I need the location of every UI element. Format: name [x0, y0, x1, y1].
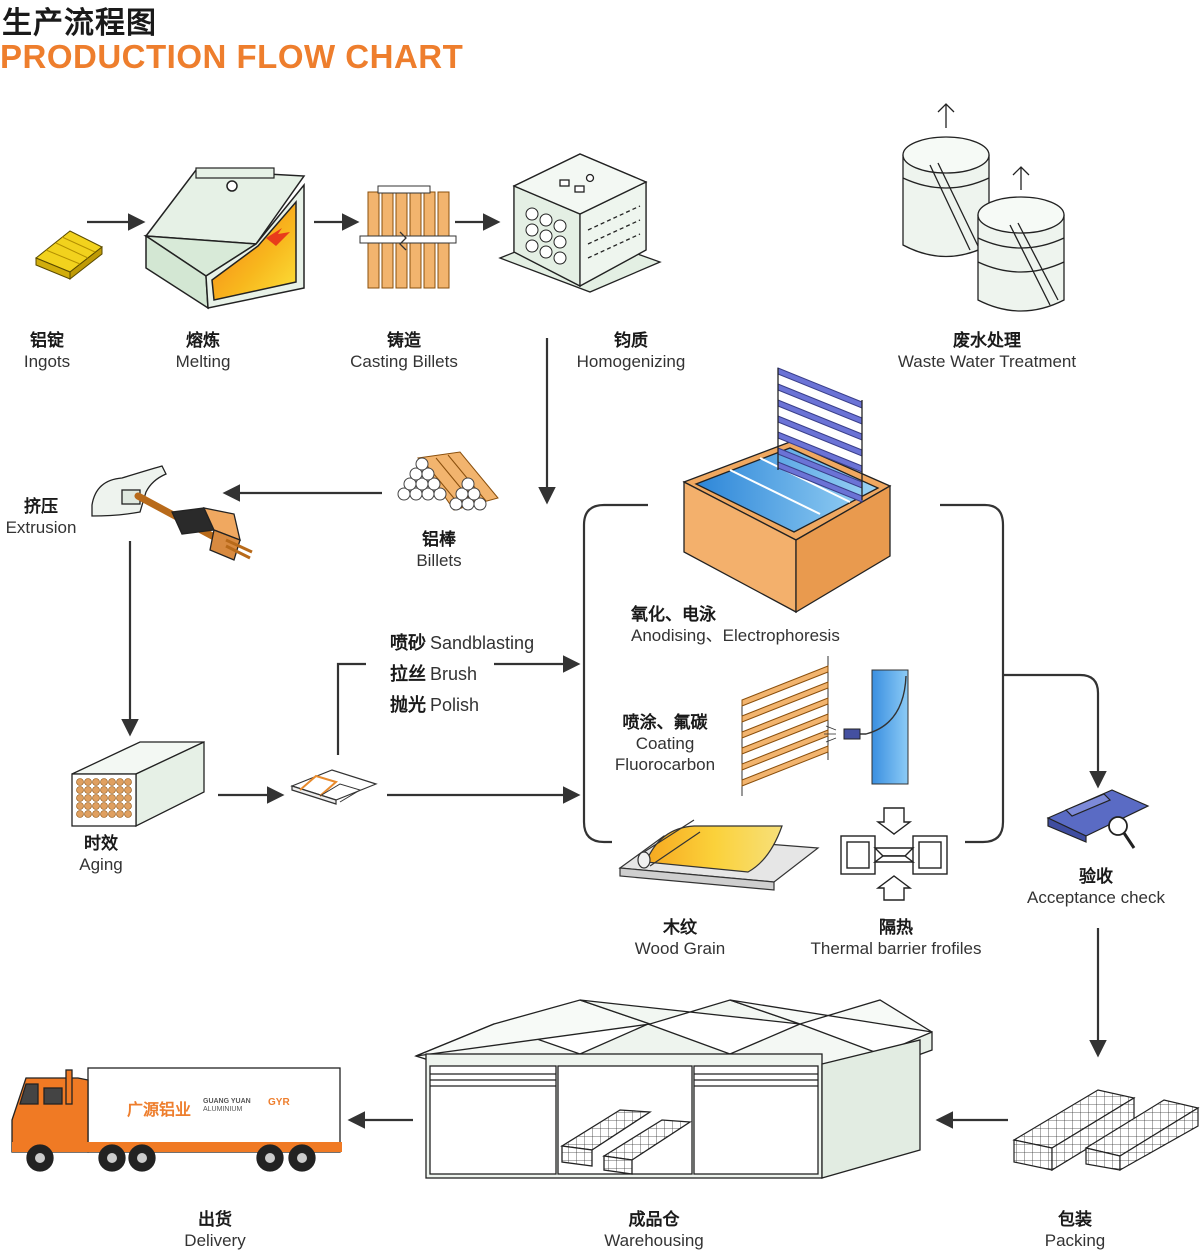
label-anodising-cn: 氧化、电泳 — [631, 605, 716, 624]
thermal-profile-icon — [840, 807, 948, 901]
label-extrusion: 挤压 Extrusion — [0, 496, 82, 538]
label-casting-cn: 铸造 — [387, 331, 421, 350]
label-billets-en: Billets — [416, 551, 462, 570]
homogenizing-oven-icon — [498, 153, 662, 293]
label-aging-cn: 时效 — [84, 834, 118, 853]
warehouse-icon — [414, 999, 933, 1179]
label-anodising-en: Anodising、Electrophoresis — [631, 626, 840, 645]
package-icon — [1012, 1089, 1200, 1172]
label-melting: 熔炼 Melting — [163, 330, 243, 372]
label-polish-en: Polish — [430, 695, 480, 715]
label-billets: 铝棒 Billets — [404, 529, 474, 571]
label-billets-cn: 铝棒 — [422, 530, 456, 549]
label-coating-en1: Coating — [635, 734, 695, 753]
label-ingots-en: Ingots — [23, 352, 71, 371]
label-delivery-en: Delivery — [184, 1231, 246, 1250]
label-thermal: 隔热 Thermal barrier frofiles — [796, 917, 996, 959]
label-warehousing-cn: 成品仓 — [628, 1210, 680, 1229]
ingot-icon — [35, 230, 103, 281]
label-homogenizing: 钧质 Homogenizing — [566, 330, 696, 372]
label-casting: 铸造 Casting Billets — [340, 330, 468, 372]
profile-icon — [290, 769, 378, 805]
label-waste-water: 废水处理 Waste Water Treatment — [882, 330, 1092, 372]
label-brush-cn: 拉丝 — [390, 664, 426, 684]
label-wood-grain-en: Wood Grain — [634, 939, 726, 958]
wood-grain-roll-icon — [618, 819, 820, 891]
label-homogenizing-en: Homogenizing — [576, 352, 686, 371]
label-melting-cn: 熔炼 — [186, 331, 220, 350]
truck-brand-cn: 广源铝业 — [127, 1102, 192, 1119]
coating-line-icon — [741, 656, 909, 796]
label-melting-en: Melting — [175, 352, 231, 371]
label-warehousing-en: Warehousing — [604, 1231, 704, 1250]
billet-stack-icon — [397, 451, 499, 511]
truck-logo: GYR — [268, 1097, 290, 1108]
label-ingots-cn: 铝锭 — [30, 331, 64, 350]
page-title-cn: 生产流程图 — [2, 7, 157, 40]
label-thermal-en: Thermal barrier frofiles — [810, 939, 982, 958]
label-packing-cn: 包装 — [1058, 1210, 1092, 1229]
label-extrusion-cn: 挤压 — [24, 497, 58, 516]
label-ingots: 铝锭 Ingots — [10, 330, 84, 372]
label-anodising: 氧化、电泳 Anodising、Electrophoresis — [631, 604, 871, 646]
label-delivery: 出货 Delivery — [170, 1209, 260, 1251]
label-acceptance: 验收 Acceptance check — [1014, 866, 1178, 908]
inspection-profile-icon — [1046, 789, 1150, 849]
casting-billets-icon — [359, 185, 457, 289]
label-sandblasting-cn: 喷砂 — [390, 633, 426, 653]
flow-arrows — [87, 213, 1107, 1129]
label-casting-en: Casting Billets — [350, 352, 458, 371]
label-warehousing: 成品仓 Warehousing — [594, 1209, 714, 1251]
page-title-en: PRODUCTION FLOW CHART — [0, 38, 464, 75]
label-homogenizing-cn: 钧质 — [614, 331, 648, 350]
label-wood-grain-cn: 木纹 — [663, 918, 697, 937]
truck-brand-en: GUANG YUAN ALUMINIUM — [203, 1098, 251, 1114]
label-delivery-cn: 出货 — [198, 1210, 232, 1229]
label-extrusion-en: Extrusion — [5, 518, 77, 537]
anodising-tank-icon — [682, 367, 892, 614]
label-brush-en: Brush — [430, 664, 478, 684]
label-packing: 包装 Packing — [1030, 1209, 1120, 1251]
label-aging: 时效 Aging — [66, 833, 136, 875]
label-waste-water-cn: 废水处理 — [953, 331, 1021, 350]
label-coating-en2: Fluorocarbon — [614, 755, 716, 774]
label-polish-cn: 抛光 — [390, 695, 426, 715]
label-acceptance-en: Acceptance check — [1027, 888, 1165, 907]
label-sandblasting-en: Sandblasting — [430, 633, 535, 653]
label-aging-en: Aging — [79, 855, 123, 874]
label-acceptance-cn: 验收 — [1079, 867, 1113, 886]
truck-icon — [11, 1067, 342, 1172]
aging-oven-icon — [71, 740, 205, 828]
label-coating-cn: 喷涂、氟碳 — [622, 713, 708, 732]
label-coating: 喷涂、氟碳 Coating Fluorocarbon — [600, 712, 730, 775]
label-thermal-cn: 隔热 — [879, 918, 913, 937]
label-waste-water-en: Waste Water Treatment — [897, 352, 1077, 371]
label-wood-grain: 木纹 Wood Grain — [622, 917, 738, 959]
label-packing-en: Packing — [1044, 1231, 1106, 1250]
truck-brand-en-line2: ALUMINIUM — [203, 1106, 243, 1113]
truck-brand-en-line1: GUANG YUAN — [203, 1098, 251, 1105]
water-tank-icon — [902, 103, 1065, 312]
extrusion-press-icon — [91, 465, 253, 561]
furnace-icon — [143, 167, 306, 310]
